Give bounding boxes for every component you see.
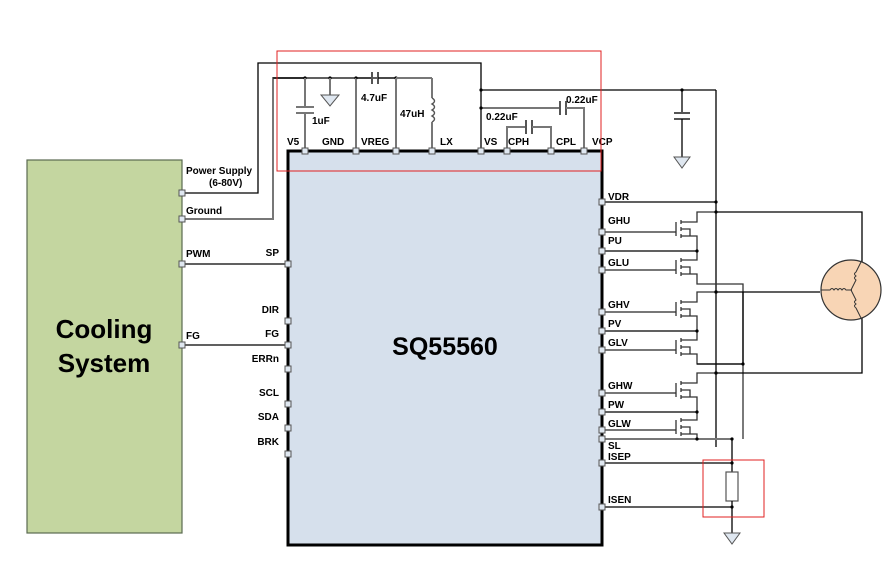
pin-label-sl: SL <box>608 441 621 452</box>
cooling-system-label-1: Cooling <box>56 314 153 344</box>
pin-label-isep: ISEP <box>608 452 631 463</box>
host-pin-power <box>178 189 186 197</box>
sense-resistor <box>725 471 739 502</box>
pin-label-vcp: VCP <box>592 137 613 148</box>
pin-label-pv: PV <box>608 319 622 330</box>
host-pin-pwm <box>178 260 186 268</box>
ground-icon-sense <box>723 532 741 545</box>
wire-power-supply <box>182 62 482 194</box>
pin-label-ghw: GHW <box>608 381 633 392</box>
pin-label-cph: CPH <box>508 137 529 148</box>
pin-label-errn: ERRn <box>252 354 279 365</box>
pin-label-cpl: CPL <box>556 137 576 148</box>
pin-label-lx: LX <box>440 137 453 148</box>
ground-icon-vcp <box>673 156 691 169</box>
capacitor-vcp-label: 0.22uF <box>566 95 598 106</box>
host-label-power-1: Power Supply <box>186 166 253 177</box>
pin-label-glv: GLV <box>608 338 628 349</box>
host-pin-ground <box>178 215 186 223</box>
highlight-power-section <box>276 50 602 172</box>
pin-label-pu: PU <box>608 236 622 247</box>
highlight-sense-resistor <box>702 459 765 518</box>
mosfet-bridge <box>675 211 744 439</box>
pin-label-scl: SCL <box>259 388 279 399</box>
left-pins <box>284 260 292 458</box>
capacitor-vreg-label: 4.7uF <box>361 93 387 104</box>
top-pins <box>301 147 588 155</box>
pin-label-vdr: VDR <box>608 192 630 203</box>
host-label-pwm: PWM <box>186 249 210 260</box>
pin-label-sp: SP <box>266 248 280 259</box>
inductor-icon <box>430 97 436 123</box>
ground-icon <box>319 94 341 107</box>
pin-label-dir: DIR <box>262 305 280 316</box>
pin-label-gnd: GND <box>322 137 344 148</box>
capacitor-v5-label: 1uF <box>312 116 330 127</box>
pin-label-glu: GLU <box>608 258 629 269</box>
pin-label-vs: VS <box>484 137 498 148</box>
host-pin-fg <box>178 341 186 349</box>
pin-label-vreg: VREG <box>361 137 390 148</box>
host-label-power-2: (6-80V) <box>209 178 242 189</box>
pin-label-glw: GLW <box>608 419 631 430</box>
pin-label-pw: PW <box>608 400 625 411</box>
chip-block <box>286 149 604 547</box>
chip-name: SQ55560 <box>392 333 498 361</box>
host-label-ground: Ground <box>186 206 222 217</box>
pin-label-ghv: GHV <box>608 300 630 311</box>
pin-label-brk: BRK <box>257 437 279 448</box>
inductor-label: 47uH <box>400 109 424 120</box>
right-wires <box>602 231 732 508</box>
right-pins <box>598 198 606 511</box>
cooling-system-label-2: System <box>58 348 151 378</box>
pin-label-sda: SDA <box>258 412 279 423</box>
pin-label-v5: V5 <box>287 137 300 148</box>
cooling-system-block <box>26 159 183 534</box>
pin-label-ghu: GHU <box>608 216 630 227</box>
host-label-fg: FG <box>186 331 200 342</box>
capacitor-cp-label: 0.22uF <box>486 112 518 123</box>
pin-label-fg: FG <box>265 329 279 340</box>
pin-label-isen: ISEN <box>608 495 631 506</box>
